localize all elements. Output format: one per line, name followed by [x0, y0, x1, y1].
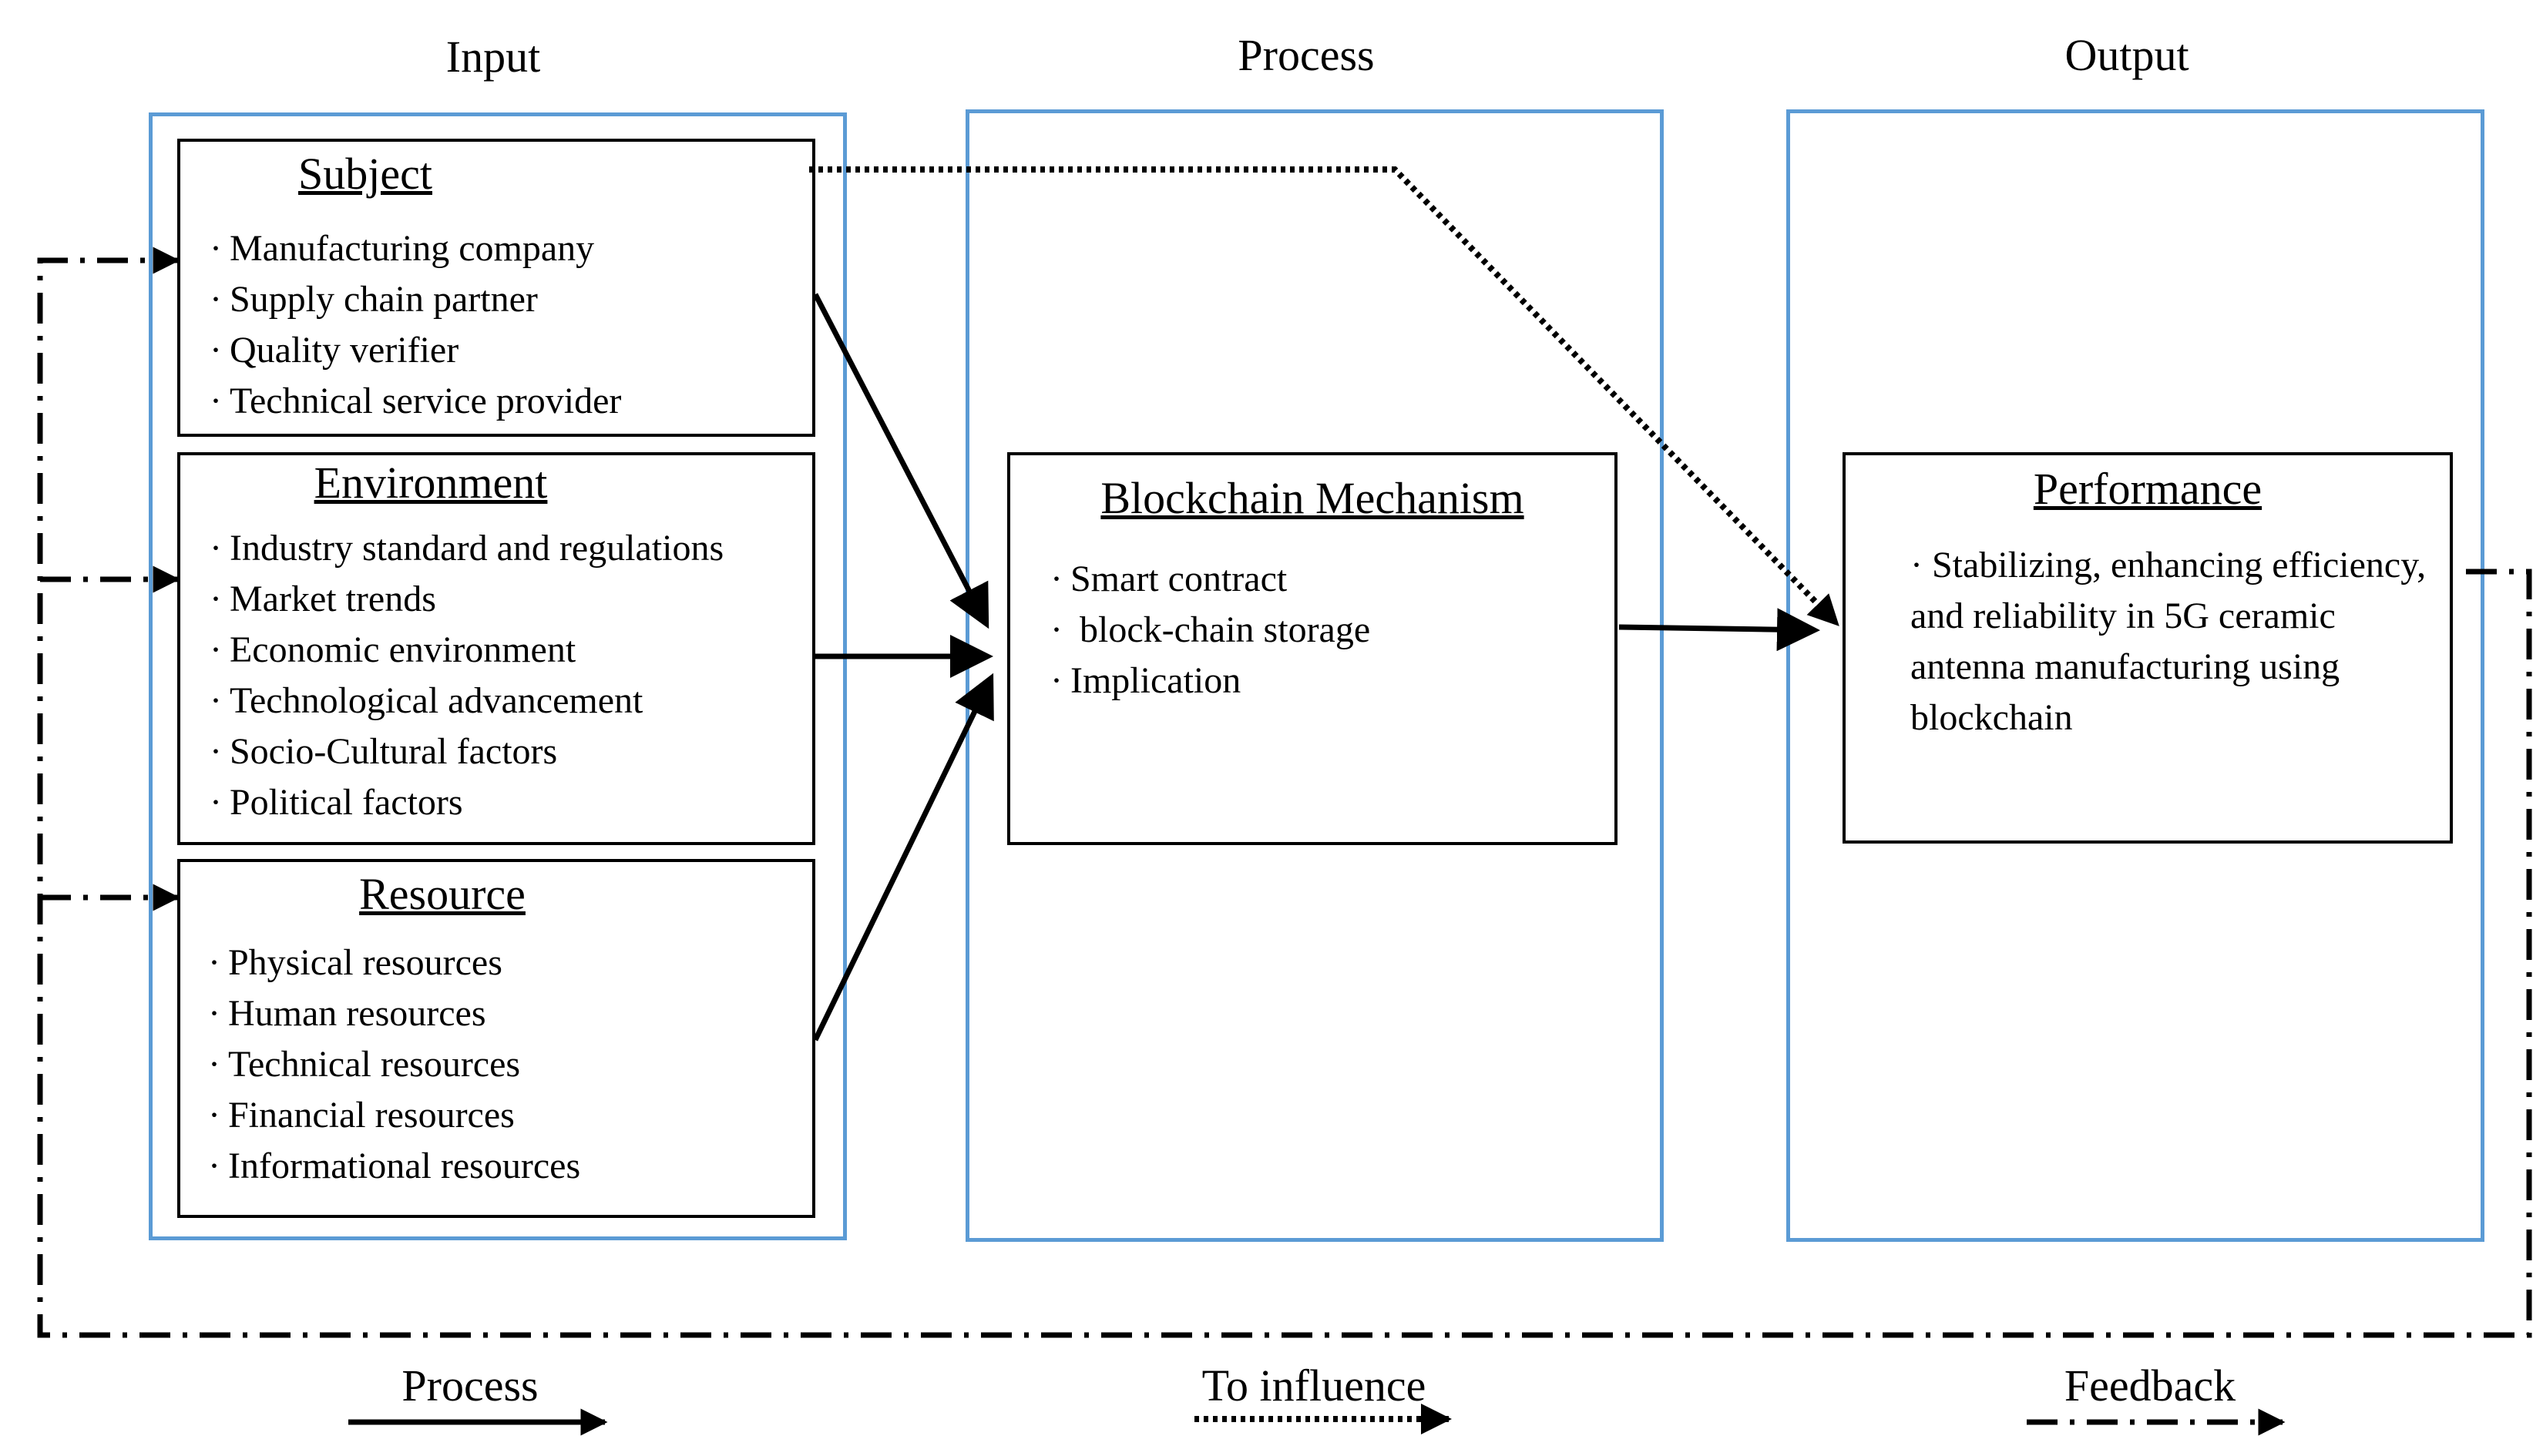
blockchain-mechanism-list: Smart contract block-chain storage Impli…	[1050, 554, 1370, 706]
blockchain-mechanism-title: Blockchain Mechanism	[1100, 473, 1524, 523]
resource-title: Resource	[359, 869, 526, 919]
performance-description: Stabilizing, enhancing efficiency, and r…	[1910, 540, 2434, 743]
legend-influence-label: To influence	[1201, 1360, 1426, 1411]
resource-box: Resource Physical resources Human resour…	[177, 859, 815, 1218]
legend-feedback-label: Feedback	[2064, 1360, 2236, 1411]
environment-item: Socio-Cultural factors	[210, 726, 724, 777]
feedback-loop-to-subject	[37, 247, 2532, 1338]
environment-item: Industry standard and regulations	[210, 523, 724, 574]
resource-item: Technical resources	[208, 1039, 580, 1090]
process-column-title: Process	[1238, 30, 1375, 80]
subject-list: Manufacturing company Supply chain partn…	[210, 223, 621, 427]
subject-title: Subject	[298, 149, 432, 199]
subject-item: Supply chain partner	[210, 274, 621, 325]
subject-item: Technical service provider	[210, 376, 621, 427]
subject-item: Manufacturing company	[210, 223, 621, 274]
subject-to-mechanism-arrow	[812, 293, 989, 629]
input-column-title: Input	[445, 32, 541, 82]
environment-item: Technological advancement	[210, 676, 724, 726]
resource-item: Informational resources	[208, 1141, 580, 1192]
performance-box: Performance Stabilizing, enhancing effic…	[1843, 452, 2453, 844]
performance-title: Performance	[2033, 464, 2262, 514]
output-column-title: Output	[2064, 30, 2189, 80]
environment-item: Market trends	[210, 574, 724, 625]
subject-box: Subject Manufacturing company Supply cha…	[177, 139, 815, 437]
resource-to-mechanism-arrow	[812, 673, 994, 1042]
environment-box: Environment Industry standard and regula…	[177, 452, 815, 845]
environment-item: Economic environment	[210, 625, 724, 676]
blockchain-mechanism-box: Blockchain Mechanism Smart contract bloc…	[1007, 452, 1618, 845]
mechanism-item: Implication	[1050, 656, 1370, 706]
environment-title: Environment	[314, 458, 548, 508]
subject-to-performance-influence-arrow	[809, 166, 1839, 626]
environment-item: Political factors	[210, 777, 724, 828]
resource-item: Physical resources	[208, 938, 580, 988]
mechanism-item: Smart contract	[1050, 554, 1370, 605]
resource-list: Physical resources Human resources Techn…	[208, 938, 580, 1192]
subject-item: Quality verifier	[210, 325, 621, 376]
input-panel	[149, 112, 847, 1240]
resource-item: Human resources	[208, 988, 580, 1039]
mechanism-to-performance-arrow	[1618, 608, 1820, 652]
resource-item: Financial resources	[208, 1090, 580, 1141]
mechanism-item: block-chain storage	[1050, 605, 1370, 656]
output-panel	[1786, 109, 2484, 1242]
environment-list: Industry standard and regulations Market…	[210, 523, 724, 828]
legend-process-label: Process	[401, 1360, 539, 1411]
